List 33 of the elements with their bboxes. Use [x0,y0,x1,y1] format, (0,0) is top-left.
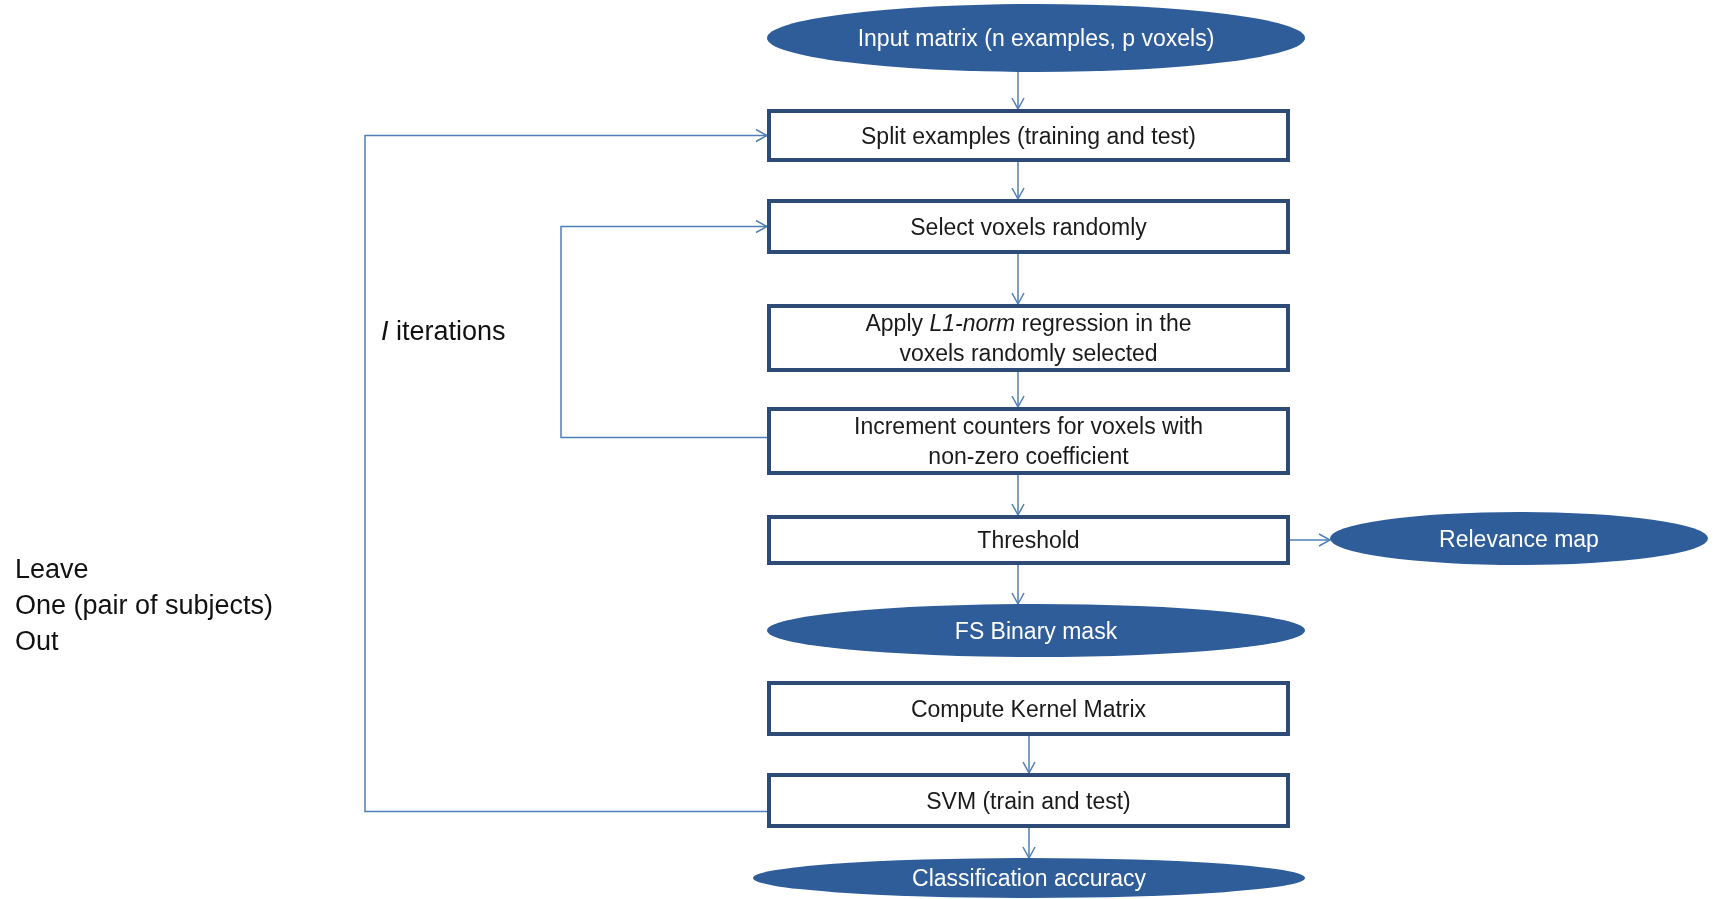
arrow [1022,735,1036,774]
process-box [767,199,1290,254]
process-box [767,681,1290,736]
node-text: Relevance map [1439,524,1599,554]
node-text: Select voxels randomly [910,212,1147,242]
arrow [364,128,768,813]
arrow [1011,71,1025,110]
annotation-text: Out [15,625,59,658]
process-box [767,109,1290,162]
process-box [767,773,1290,828]
node-text: SVM (train and test) [926,786,1131,816]
annotation-text: I iterations [381,315,506,348]
node-text: FS Binary mask [954,616,1118,646]
arrow [1011,474,1025,516]
arrow [1011,161,1025,200]
node-text: Input matrix (n examples, p voxels) [857,24,1215,53]
arrow [560,219,768,439]
node-text: Compute Kernel Matrix [910,694,1147,724]
node-text: Split examples (training and test) [861,121,1196,151]
arrow [1011,371,1025,408]
process-box [767,304,1290,372]
node-text: Increment counters for voxels with non-zero coefficient [853,412,1204,471]
arrow [1289,533,1331,547]
process-box [767,515,1290,565]
annotation-text: One (pair of subjects) [15,589,274,622]
node-text: Apply L1-norm regression in the voxels randomly selected [864,309,1193,368]
arrow [1022,827,1036,859]
arrow [1011,564,1025,605]
process-box [767,407,1290,475]
node-text: Threshold [977,526,1080,555]
node-text: Classification accuracy [912,864,1146,893]
annotation-text: Leave [15,553,89,586]
arrow [1011,253,1025,305]
